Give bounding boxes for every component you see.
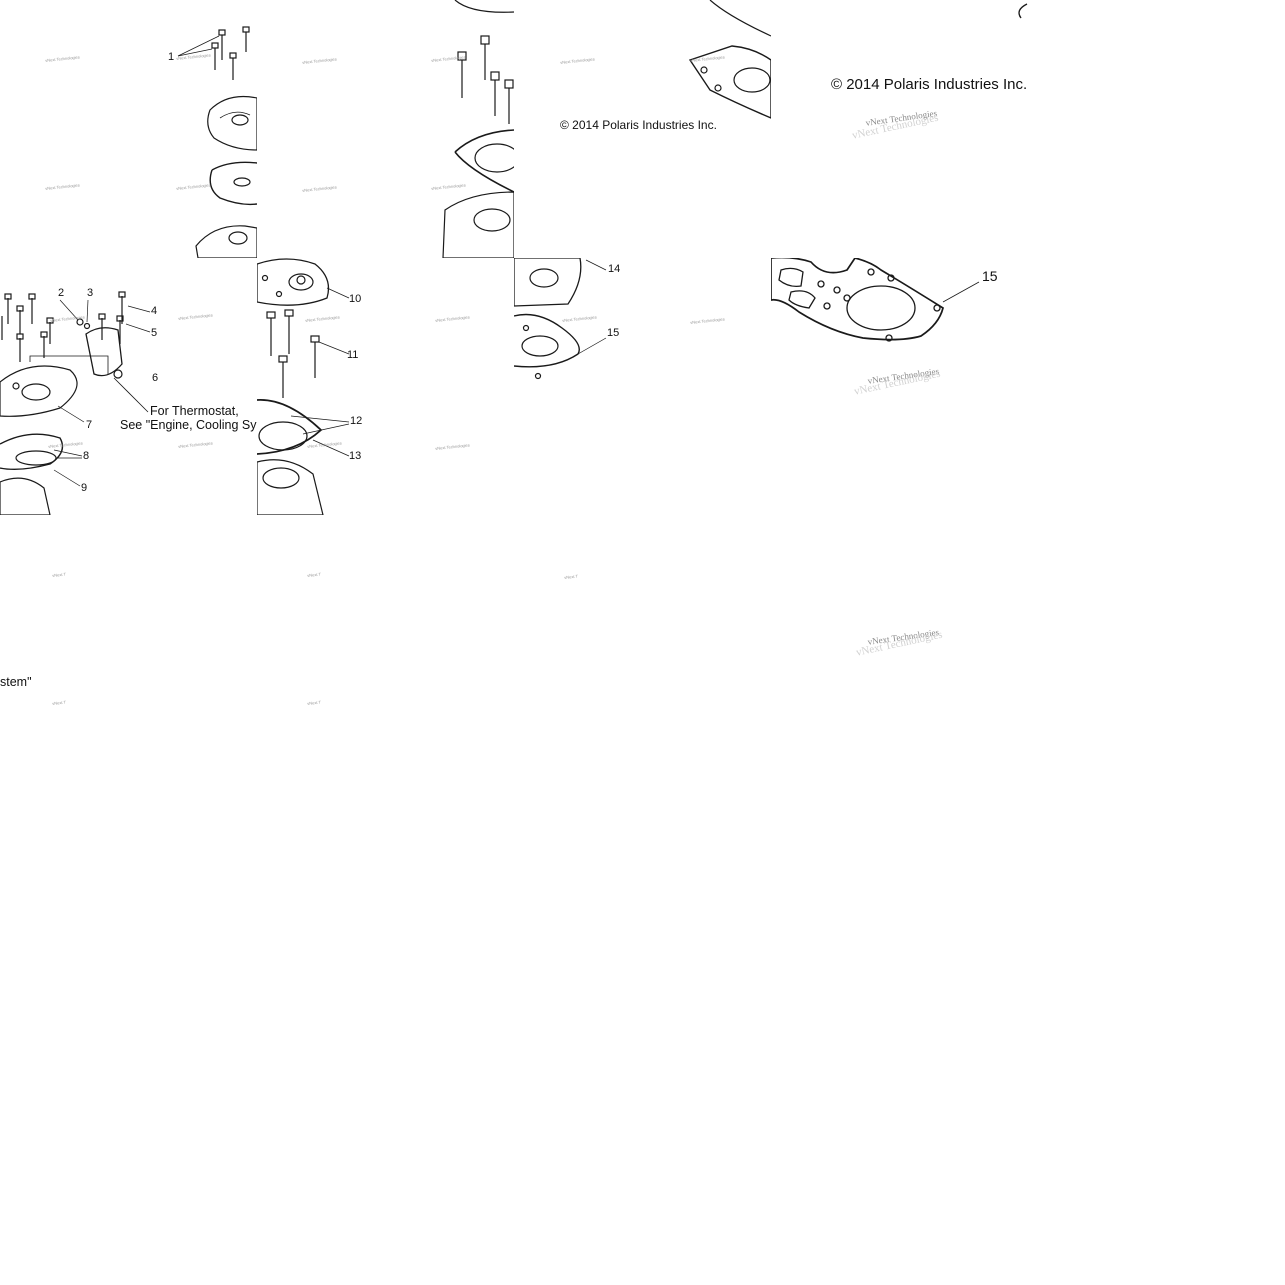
tile-copyright-small: © 2014 Polaris Industries Inc. vNext Tec… — [514, 0, 771, 258]
callout-15-enlarged: 15 — [982, 268, 998, 284]
callout-1: 1 — [168, 51, 175, 63]
callout-11: 11 — [347, 349, 359, 361]
tile-empty-lower: vNext T vNext T — [257, 515, 514, 772]
copyright-text: © 2014 Polaris Industries Inc. — [831, 76, 1028, 93]
callout-7: 7 — [86, 419, 93, 431]
watermark: vNext T — [52, 699, 67, 706]
tile-empty-lower: vNext Technologies vNext Technologies — [771, 515, 1028, 772]
tile-empty-lower: vNext T — [514, 515, 771, 772]
watermark: vNext T — [52, 571, 67, 578]
thermostat-note-line2: See "Engine, Cooling Sy — [120, 418, 257, 432]
watermark: vNext T — [307, 699, 322, 706]
callout-4: 4 — [151, 305, 158, 317]
copyright-text: © 2014 Polaris Industries Inc. — [560, 118, 717, 132]
cylinder-gasket-drawing — [688, 0, 771, 119]
cylinder-base-gasket-drawing — [514, 258, 607, 380]
callout-10: 10 — [349, 293, 362, 305]
cylinder-head-drawing — [257, 258, 350, 515]
callout-2: 2 — [58, 287, 65, 299]
tile-copyright-large: © 2014 Polaris Industries Inc. vNext Tec… — [771, 0, 1028, 258]
callout-9: 9 — [81, 482, 88, 494]
tile-gasket-enlarged: 15 vNext Technologies vNext Technologies — [771, 258, 1028, 515]
callout-5: 5 — [151, 327, 158, 339]
thermostat-note-line1: For Thermostat, — [150, 404, 239, 418]
callout-6: 6 — [152, 372, 159, 384]
thermostat-note-tail: stem" — [0, 675, 32, 689]
callout-3: 3 — [87, 287, 94, 299]
thermostat-housing-drawing — [0, 291, 151, 515]
callout-14: 14 — [608, 263, 621, 275]
callout-8: 8 — [83, 450, 90, 462]
tile-long-bolts-gasket: vNext Technologies vNext Technologies vN… — [257, 0, 514, 258]
callout-15: 15 — [607, 327, 620, 339]
long-bolts-and-gasket-drawing — [442, 0, 514, 258]
watermark: vNext T — [307, 571, 322, 578]
callout-13: 13 — [349, 450, 362, 462]
base-gasket-enlarged-drawing — [771, 258, 980, 342]
edge-fragment-drawing — [1018, 3, 1028, 19]
callout-12: 12 — [350, 415, 363, 427]
tile-bolts-upper-left: 1 vNext Technologies vNext Technologies … — [0, 0, 257, 258]
watermark: vNext T — [564, 573, 579, 580]
tile-cylinder-head: 10 11 12 13 vNext Technologies vNext Tec… — [257, 258, 514, 515]
tile-note-tail: stem" vNext T vNext T — [0, 515, 257, 772]
tile-thermostat-housing: 2 3 4 5 6 7 8 9 For Thermostat, See "Eng… — [0, 258, 257, 515]
tile-cylinder-base-gasket: 14 15 vNext Technologies vNext Technolog… — [514, 258, 771, 515]
bolt-cluster-drawing — [177, 26, 257, 258]
